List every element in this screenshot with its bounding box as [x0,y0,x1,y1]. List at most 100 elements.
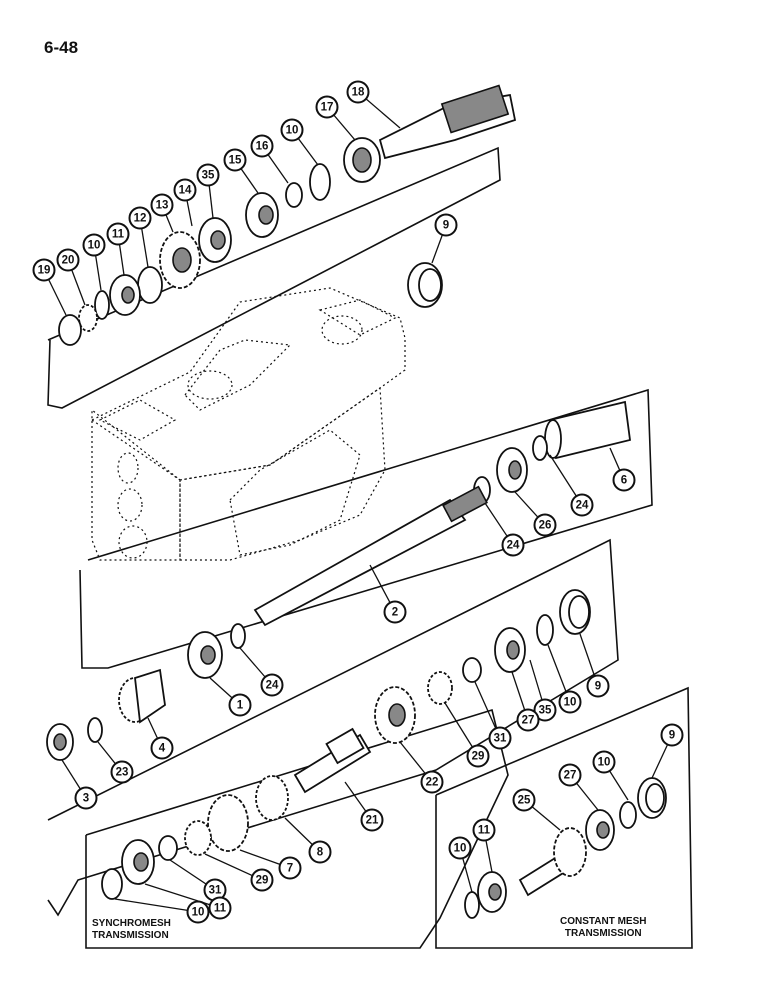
callout-14: 14 [173,178,197,202]
callout-7: 7 [278,856,302,880]
callout-16: 16 [250,134,274,158]
callout-number: 19 [38,265,51,277]
callout-1: 1 [228,693,252,717]
callout-number: 21 [366,815,379,827]
callout-31: 31 [488,726,512,750]
callout-15: 15 [223,148,247,172]
callout-24: 24 [501,533,525,557]
callout-number: 25 [518,795,531,807]
bearing-27-const [585,809,615,851]
washer-31-lower [158,835,178,861]
upper-shaft-frame [47,146,501,409]
callout-9: 9 [586,674,610,698]
snap-ring-10-sync [101,868,123,900]
callout-number: 15 [229,155,242,167]
snap-ring-10-const-bottom [464,891,480,919]
callout-23: 23 [110,760,134,784]
callout-number: 12 [134,213,147,225]
needle-bearing-4 [118,668,166,724]
spacer-12 [137,266,163,304]
callout-10: 10 [280,118,304,142]
callout-labels: 1817101615351413121110201996242624224191… [32,80,684,924]
callout-number: 11 [478,825,491,837]
bearing-cup-17 [343,137,381,183]
constant-mesh-caption-line2: TRANSMISSION [564,928,642,939]
callout-4: 4 [150,736,174,760]
snap-ring-10-upper [309,163,331,201]
callout-35: 35 [196,163,220,187]
bearing-11-const [477,871,507,913]
callout-number: 10 [286,125,299,137]
callout-number: 27 [564,770,577,782]
callout-12: 12 [128,206,152,230]
needle-bearing-29-lower [184,820,212,856]
callout-number: 9 [595,681,601,693]
callout-11: 11 [472,818,496,842]
mainshaft-2 [253,485,488,627]
constant-mesh-caption: CONSTANT MESH TRANSMISSION [560,916,646,940]
callout-number: 1 [237,700,244,712]
callout-29: 29 [250,868,274,892]
callout-number: 8 [317,847,324,859]
callout-number: 22 [426,777,439,789]
snap-ring-10-left [94,290,110,320]
callout-10: 10 [186,900,210,924]
callout-31: 31 [203,878,227,902]
callout-27: 27 [516,708,540,732]
callout-22: 22 [420,770,444,794]
callout-number: 16 [256,141,269,153]
callout-number: 27 [522,715,535,727]
lower-gear-frame [47,538,619,917]
callout-number: 23 [116,767,129,779]
callout-number: 29 [256,875,269,887]
coupler-3 [46,723,74,761]
gear-7 [207,794,249,852]
callout-35: 35 [533,698,557,722]
leader-line-10 [114,898,199,913]
thrust-washer-31 [462,657,482,683]
callout-26: 26 [533,513,557,537]
gear-13 [159,231,201,289]
callout-10: 10 [448,836,472,860]
callout-9: 9 [434,213,458,237]
leader-line-11 [144,883,221,909]
callout-6: 6 [612,468,636,492]
callout-3: 3 [74,786,98,810]
callout-number: 11 [112,229,125,241]
countershaft-21 [293,727,372,794]
bearing-cup-9-const [637,777,667,819]
snap-ring-10-mid [536,614,554,646]
synchromesh-caption-line2: TRANSMISSION [92,930,169,941]
transmission-housing [91,287,406,561]
callout-13: 13 [150,193,174,217]
callout-19: 19 [32,258,56,282]
callout-number: 2 [392,607,398,619]
snap-ring-10-const-top [619,801,637,829]
callout-11: 11 [208,896,232,920]
page-number: 6-48 [44,38,79,57]
callout-number: 26 [539,520,552,532]
sleeve-6 [544,400,631,460]
callout-number: 11 [214,903,227,915]
bearing-cup-9-lower [559,589,591,635]
callout-number: 10 [454,843,467,855]
cluster-gear-25 [518,827,587,897]
callout-17: 17 [315,95,339,119]
synchromesh-caption: SYNCHROMESH TRANSMISSION [92,918,171,942]
callout-11: 11 [106,222,130,246]
needle-bearing-8 [255,775,289,821]
bearing-27-35 [494,627,526,673]
callout-number: 17 [321,102,334,114]
spacer-16 [285,182,303,208]
callout-number: 9 [443,220,449,232]
lock-washer-20 [78,304,98,332]
callout-number: 10 [192,907,205,919]
callout-number: 18 [352,87,365,99]
bearing-26 [496,447,528,493]
nut-19 [58,314,82,346]
constant-mesh-frame [435,686,693,949]
callout-9: 9 [660,723,684,747]
callout-20: 20 [56,248,80,272]
callout-27: 27 [558,763,582,787]
